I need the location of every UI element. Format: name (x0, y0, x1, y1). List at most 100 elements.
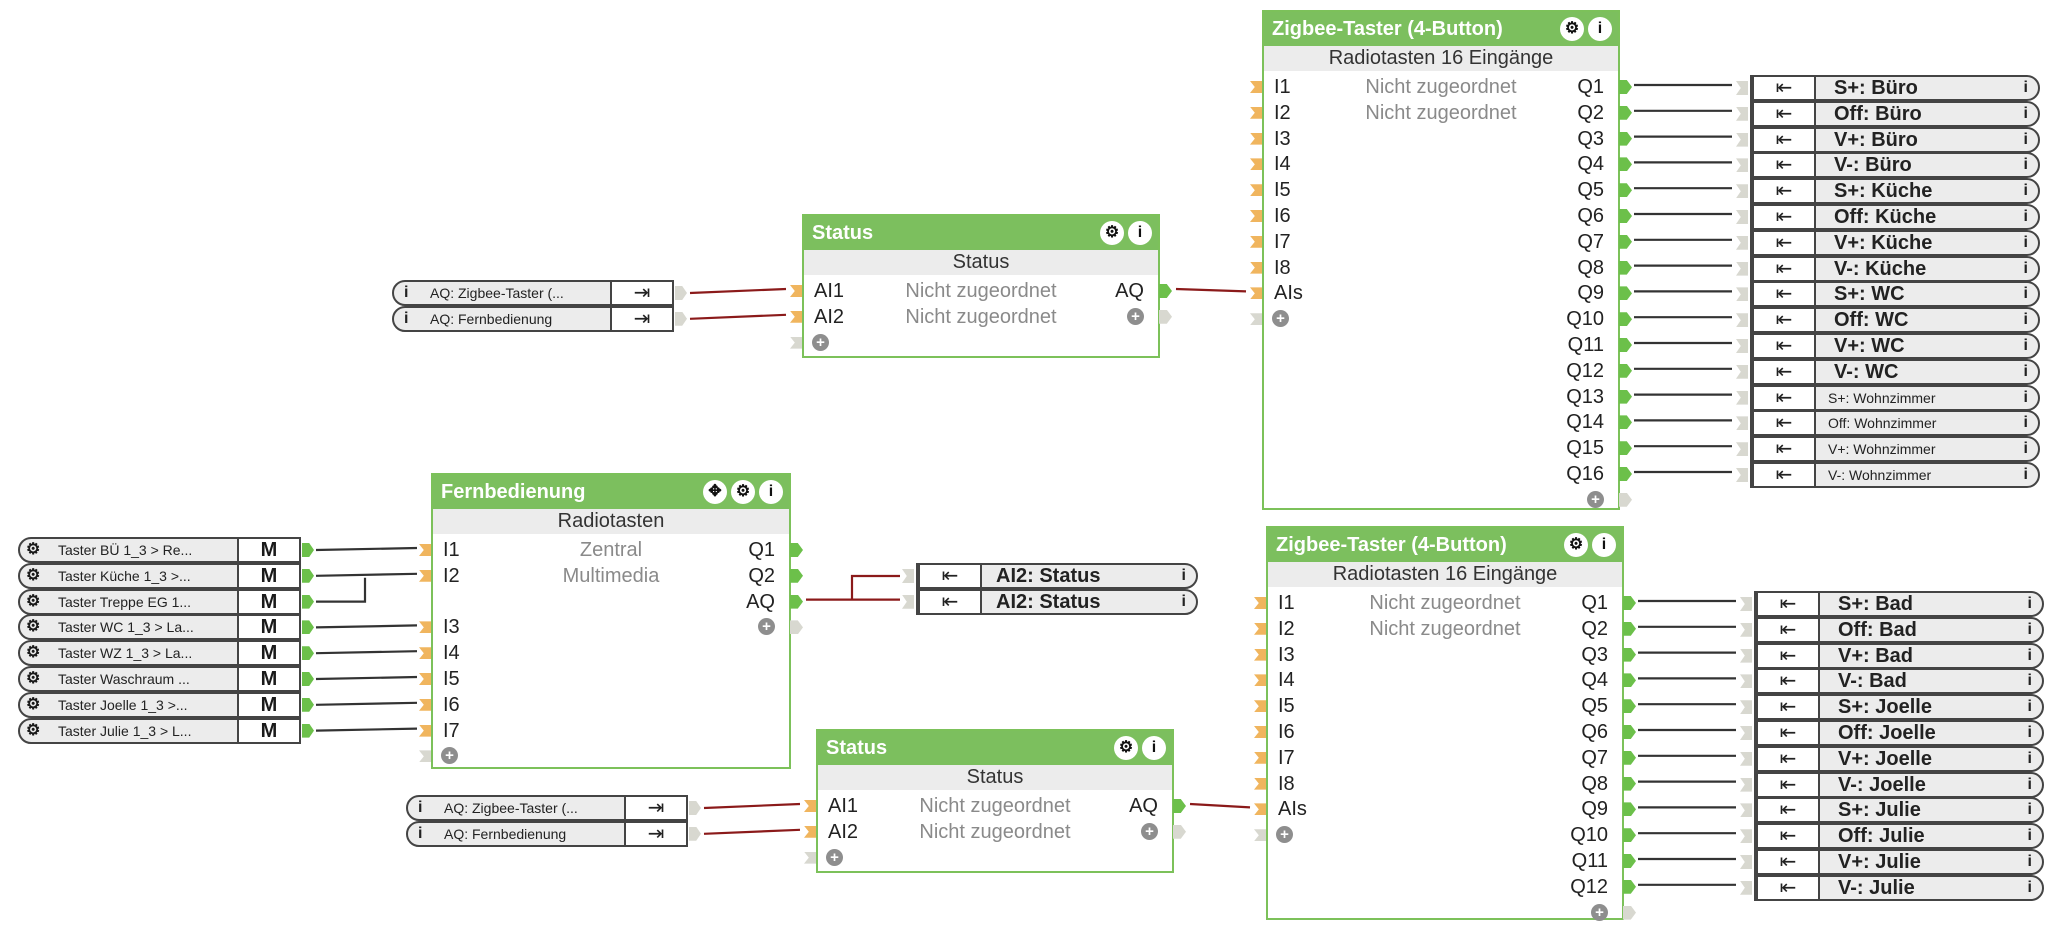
reference-input-pin[interactable] (1736, 468, 1748, 482)
wire[interactable] (315, 546, 418, 552)
reference-input-pin[interactable] (1740, 880, 1752, 895)
input-pin[interactable] (419, 621, 431, 634)
reference-output-pin[interactable] (302, 723, 314, 738)
input-pin[interactable] (804, 825, 816, 838)
analog-wire[interactable] (1189, 802, 1251, 809)
gear-icon[interactable]: ⚙ (26, 592, 41, 610)
output-pin[interactable] (1623, 647, 1636, 662)
mode-indicator[interactable]: M (237, 642, 299, 665)
output-pin[interactable] (1623, 725, 1636, 739)
input-pin[interactable] (1254, 777, 1266, 790)
input-pin[interactable] (1254, 726, 1266, 738)
add-output-icon[interactable]: + (1587, 490, 1604, 508)
reference-input-pin[interactable] (1740, 855, 1752, 869)
add-input-pin[interactable] (1254, 829, 1266, 842)
reference-output-pin[interactable] (302, 568, 314, 583)
output-pin[interactable] (1623, 802, 1636, 817)
taster-input-reference[interactable]: ⚙Taster Waschraum ...M (18, 666, 314, 692)
reference-input-pin[interactable] (1740, 648, 1752, 663)
reference-input-pin[interactable] (1736, 364, 1748, 379)
input-pin[interactable] (1254, 622, 1266, 635)
output-pin[interactable] (1619, 80, 1632, 94)
gear-icon[interactable]: ⚙ (26, 721, 41, 739)
mode-indicator[interactable]: M (237, 616, 299, 639)
gear-icon[interactable]: ⚙ (1114, 736, 1138, 760)
output-pin[interactable] (1619, 389, 1632, 404)
output-pin[interactable] (790, 594, 803, 609)
input-pin[interactable] (419, 569, 431, 582)
add-input-icon[interactable]: + (826, 848, 843, 866)
wire[interactable] (316, 577, 367, 603)
add-output-icon[interactable]: + (1127, 307, 1144, 325)
mode-indicator[interactable]: M (237, 590, 299, 613)
output-pin[interactable] (1623, 750, 1636, 765)
gear-icon[interactable]: ⚙ (1560, 17, 1584, 41)
wire[interactable] (315, 675, 418, 681)
input-pin[interactable] (1254, 700, 1266, 713)
reference-output-pin[interactable] (675, 286, 687, 300)
info-icon[interactable]: i (418, 799, 423, 816)
input-pin[interactable] (1254, 803, 1266, 816)
move-icon[interactable]: ✥ (703, 480, 727, 504)
info-icon[interactable]: i (1181, 592, 1186, 610)
input-pin[interactable] (1254, 751, 1266, 764)
input-pin[interactable] (1250, 261, 1262, 274)
taster-input-reference[interactable]: ⚙Taster Treppe EG 1...M (18, 588, 314, 615)
info-icon[interactable]: i (759, 480, 783, 504)
output-pin[interactable] (790, 543, 803, 557)
wire[interactable] (315, 727, 418, 732)
info-icon[interactable]: i (404, 284, 409, 301)
input-pin[interactable] (419, 698, 431, 711)
info-icon[interactable]: i (2027, 801, 2032, 819)
mode-indicator[interactable]: M (237, 693, 299, 716)
reference-input-pin[interactable] (1740, 674, 1752, 689)
add-input-icon[interactable]: + (1276, 826, 1293, 844)
reference-input-pin[interactable] (1736, 184, 1748, 199)
info-icon[interactable]: i (2027, 878, 2032, 896)
reference-input-pin[interactable] (1736, 210, 1748, 224)
input-pin[interactable] (1250, 158, 1262, 171)
info-icon[interactable]: i (2023, 388, 2028, 406)
info-icon[interactable]: i (2027, 827, 2032, 845)
input-pin[interactable] (790, 285, 802, 297)
gear-icon[interactable]: ⚙ (26, 618, 41, 636)
add-output-pin[interactable] (1159, 309, 1172, 324)
reference-input-pin[interactable] (1740, 829, 1752, 844)
output-pin[interactable] (1173, 799, 1186, 813)
output-pin[interactable] (1619, 234, 1632, 249)
info-icon[interactable]: i (2027, 775, 2032, 793)
mode-indicator[interactable]: M (237, 539, 299, 561)
reference-output-pin[interactable] (302, 620, 314, 635)
reference-input-pin[interactable] (1736, 158, 1748, 173)
input-pin[interactable] (1254, 597, 1266, 609)
add-output-pin[interactable] (1619, 492, 1632, 507)
input-pin[interactable] (1250, 210, 1262, 222)
reference-output-pin[interactable] (689, 826, 701, 841)
gear-icon[interactable]: ⚙ (1564, 533, 1588, 557)
gear-icon[interactable]: ⚙ (26, 541, 41, 558)
info-icon[interactable]: i (2023, 440, 2028, 458)
info-icon[interactable]: i (1128, 221, 1152, 245)
analog-wire[interactable] (1175, 287, 1247, 293)
add-input-pin[interactable] (804, 851, 816, 864)
mode-indicator[interactable]: M (237, 668, 299, 690)
reference-input-pin[interactable] (1740, 777, 1752, 792)
info-icon[interactable]: i (404, 309, 409, 327)
reference-output-pin[interactable] (675, 311, 687, 326)
output-pin[interactable] (1619, 105, 1632, 120)
output-pin[interactable] (1619, 209, 1632, 223)
